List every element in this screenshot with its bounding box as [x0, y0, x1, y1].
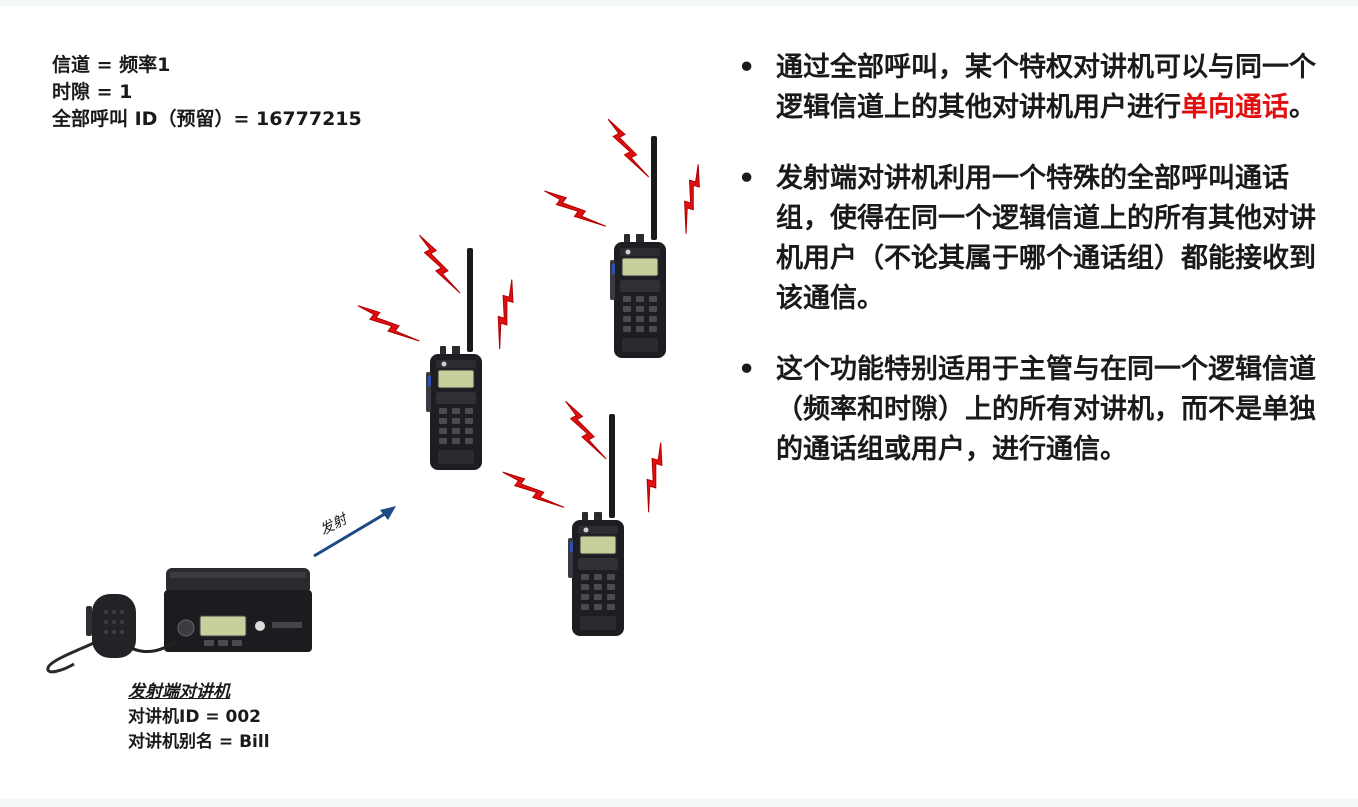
bottom-border [0, 799, 1358, 807]
mobile-radio-icon [164, 568, 312, 652]
transmitter-label: 发射端对讲机 对讲机ID = 002 对讲机别名 = Bill [128, 680, 270, 755]
channel-params: 信道 = 频率1 时隙 = 1 全部呼叫 ID（预留）= 16777215 [52, 52, 362, 133]
bullet-text: 这个功能特别适用于主管与在同一个逻辑信道（频率和时隙）上的所有对讲机，而不是单独… [776, 354, 1316, 465]
microphone-icon [46, 594, 179, 674]
lightning-icon [502, 395, 686, 526]
transmitter-alias: 对讲机别名 = Bill [128, 732, 270, 752]
bullet-text-end: 。 [1289, 92, 1316, 123]
transmitter-radio-id: 对讲机ID = 002 [128, 707, 262, 727]
lightning-icon [357, 229, 537, 359]
bullet-item: • 这个功能特别适用于主管与在同一个逻辑信道（频率和时隙）上的所有对讲机，而不是… [738, 350, 1338, 470]
bullet-highlight: 单向通话 [1181, 92, 1289, 123]
bullet-list: • 通过全部呼叫，某个特权对讲机可以与同一个逻辑信道上的其他对讲机用户进行单向通… [738, 48, 1338, 501]
handheld-radio-icon [609, 135, 667, 359]
bullet-text: 通过全部呼叫，某个特权对讲机可以与同一个逻辑信道上的其他对讲机用户进行 [776, 52, 1316, 123]
bullet-text: 发射端对讲机利用一个特殊的全部呼叫通话组，使得在同一个逻辑信道上的所有其他对讲机… [776, 163, 1316, 314]
bullet-item: • 发射端对讲机利用一个特殊的全部呼叫通话组，使得在同一个逻辑信道上的所有其他对… [738, 159, 1338, 319]
slot-label: 时隙 = 1 [52, 81, 133, 103]
bullet-item: • 通过全部呼叫，某个特权对讲机可以与同一个逻辑信道上的其他对讲机用户进行单向通… [738, 48, 1338, 128]
transmitter-title: 发射端对讲机 [128, 682, 230, 702]
handheld-radio-icon [425, 247, 483, 471]
arrow-icon [313, 506, 396, 558]
lightning-icon [543, 113, 724, 244]
all-call-id-label: 全部呼叫 ID（预留）= 16777215 [52, 108, 362, 130]
bullet-dot: • [738, 354, 756, 385]
top-border [0, 0, 1358, 6]
bullet-dot: • [738, 52, 756, 83]
channel-label: 信道 = 频率1 [52, 54, 171, 76]
bullet-dot: • [738, 163, 756, 194]
